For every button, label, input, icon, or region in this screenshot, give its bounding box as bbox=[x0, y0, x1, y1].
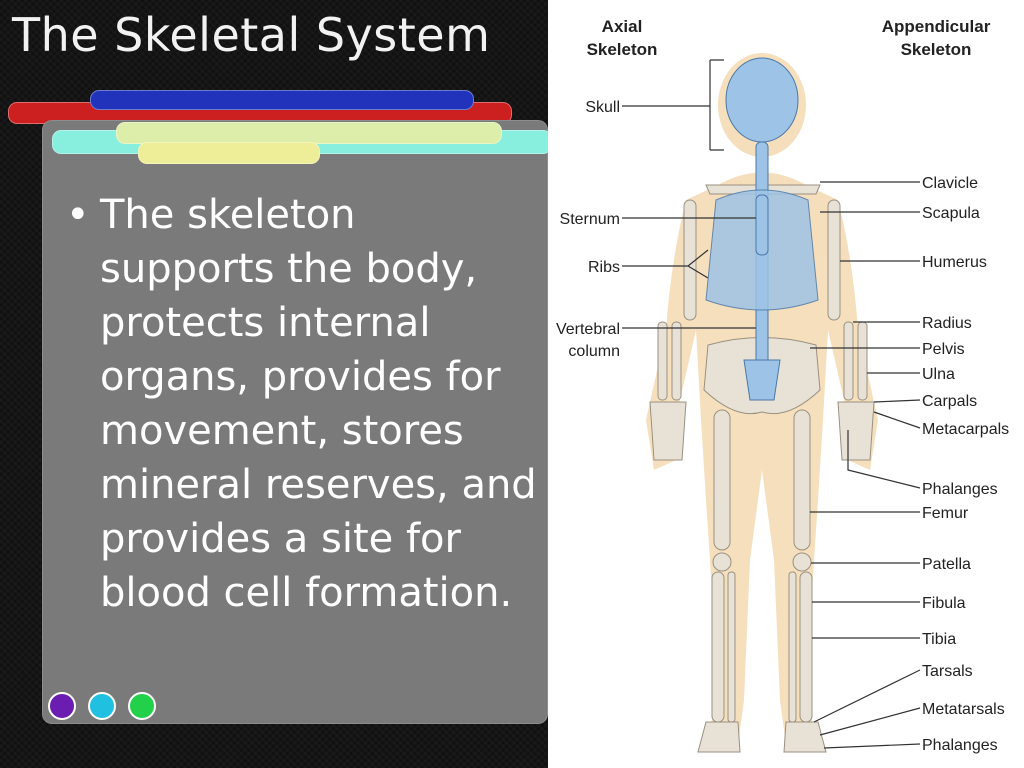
label-phalanges-foot: Phalanges bbox=[922, 737, 998, 754]
axial-header-line1: Axial bbox=[602, 17, 643, 36]
label-ulna: Ulna bbox=[922, 366, 955, 383]
skeleton-figure: Axial Skeleton Appendicular Skeleton bbox=[548, 0, 1024, 768]
label-patella: Patella bbox=[922, 556, 971, 573]
label-femur: Femur bbox=[922, 505, 969, 522]
bullet-text: The skeleton supports the body, protects… bbox=[100, 192, 537, 616]
bullet-icon: • bbox=[66, 192, 90, 238]
decorative-bar-lightgreen bbox=[116, 122, 502, 144]
decorative-bar-blue bbox=[90, 90, 474, 110]
label-skull: Skull bbox=[585, 99, 620, 116]
purple-dot-icon bbox=[48, 692, 76, 720]
label-pelvis: Pelvis bbox=[922, 341, 965, 358]
slide-title: The Skeletal System bbox=[12, 8, 491, 62]
appendicular-header-line2: Skeleton bbox=[901, 40, 972, 59]
label-sternum: Sternum bbox=[560, 211, 620, 228]
skeleton-diagram: Axial Skeleton Appendicular Skeleton bbox=[556, 17, 1009, 754]
decorative-bar-yellow bbox=[138, 142, 320, 164]
label-clavicle: Clavicle bbox=[922, 175, 978, 192]
label-vertebral-line1: Vertebral bbox=[556, 321, 620, 338]
bullet-point: • The skeleton supports the body, protec… bbox=[66, 188, 540, 620]
label-fibula: Fibula bbox=[922, 595, 966, 612]
cyan-dot-icon bbox=[88, 692, 116, 720]
content-panel bbox=[42, 120, 548, 724]
label-metacarpals: Metacarpals bbox=[922, 421, 1009, 438]
label-scapula: Scapula bbox=[922, 205, 980, 222]
green-dot-icon bbox=[128, 692, 156, 720]
label-tibia: Tibia bbox=[922, 631, 956, 648]
label-tarsals: Tarsals bbox=[922, 663, 973, 680]
label-carpals: Carpals bbox=[922, 393, 977, 410]
label-phalanges-hand: Phalanges bbox=[922, 481, 998, 498]
label-metatarsals: Metatarsals bbox=[922, 701, 1005, 718]
label-vertebral-line2: column bbox=[568, 343, 620, 360]
label-humerus: Humerus bbox=[922, 254, 987, 271]
label-radius: Radius bbox=[922, 315, 972, 332]
appendicular-header-line1: Appendicular bbox=[882, 17, 991, 36]
axial-bones bbox=[705, 57, 819, 401]
right-labels: Clavicle Scapula Humerus Radius Pelvis U… bbox=[810, 175, 1009, 754]
axial-header-line2: Skeleton bbox=[587, 40, 658, 59]
left-labels: Skull Sternum Ribs Vertebral column bbox=[556, 59, 756, 360]
label-ribs: Ribs bbox=[588, 259, 620, 276]
